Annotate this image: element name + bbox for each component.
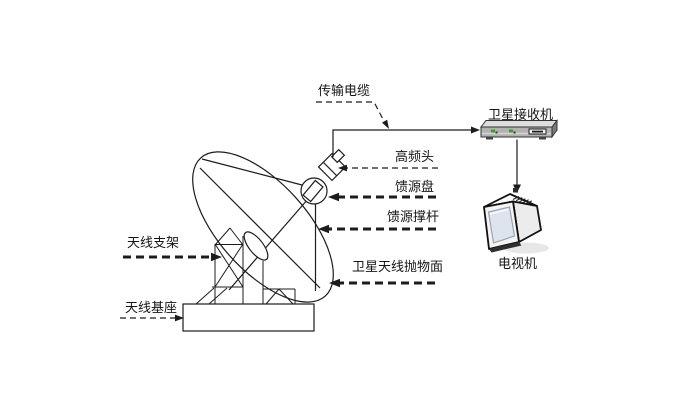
label-antenna-bracket: 天线支架: [127, 235, 179, 250]
arrowhead: [328, 192, 339, 202]
lnb-flange: [330, 148, 346, 164]
cable-arrowhead: [471, 126, 480, 134]
feed-rod-cross: [228, 198, 309, 291]
callout-lnb: 高频头: [338, 149, 438, 172]
dish-pivot-mount: [243, 231, 269, 261]
tv-antenna-nub: [513, 188, 518, 193]
callout-feed-disk: 馈源盘: [328, 179, 436, 202]
label-tv: 电视机: [498, 256, 537, 271]
satellite-dish-drawing: [192, 151, 334, 303]
callout-feed-support-rod: 馈源撑杆: [318, 209, 439, 234]
receiver-to-tv-line: [513, 139, 521, 193]
feed-rod-diagonal: [199, 167, 321, 289]
label-dish-surface: 卫星天线抛物面: [352, 259, 443, 274]
receiver-led-2: [509, 129, 513, 133]
label-satellite-receiver: 卫星接收机: [488, 107, 553, 122]
label-transmission-cable: 传输电缆: [318, 83, 370, 98]
receiver-front-face: [480, 126, 553, 138]
cable-run: [332, 126, 480, 157]
tv-bottom-plinth: [489, 242, 522, 253]
label-feed-support-rod: 馈源撑杆: [387, 209, 439, 224]
callout-transmission-cable: 传输电缆: [316, 83, 389, 129]
receiver-foot-right: [539, 137, 546, 140]
arrowhead: [318, 224, 329, 234]
callout-antenna-bracket: 天线支架: [123, 235, 222, 262]
receiver-led-1: [491, 129, 495, 133]
dish-ellipse: [192, 151, 334, 303]
label-antenna-base: 天线基座: [125, 300, 177, 315]
arrowhead: [211, 252, 222, 262]
feed-assembly: [300, 148, 347, 205]
receiver-foot-left: [486, 137, 493, 140]
label-lnb: 高频头: [395, 149, 434, 164]
arrowhead: [338, 164, 347, 172]
tv-screen: [487, 206, 516, 244]
arrowhead: [175, 314, 184, 322]
arrowhead: [329, 278, 340, 288]
feed-disk-slot: [302, 179, 324, 203]
arrowhead: [382, 119, 389, 129]
label-feed-disk: 馈源盘: [395, 179, 434, 194]
callout-antenna-base: 天线基座: [120, 300, 184, 322]
antenna-base-block: [182, 303, 315, 332]
feed-rod-top: [201, 158, 303, 186]
antenna-truss: [195, 227, 296, 305]
satellite-receiver-icon: [479, 119, 559, 140]
callout-dish-surface: 卫星天线抛物面: [329, 259, 443, 288]
crt-tv-icon: [483, 188, 549, 254]
lnb-body-seam: [322, 161, 338, 177]
